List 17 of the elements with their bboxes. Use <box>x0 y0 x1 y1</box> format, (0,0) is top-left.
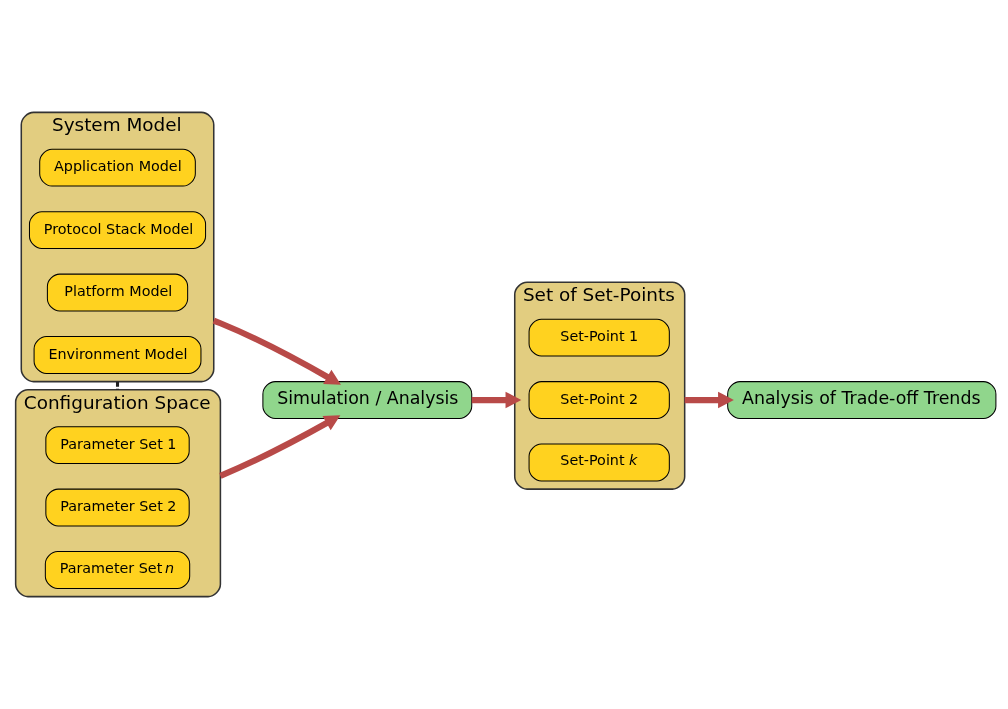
node-box: Simulation / Analysis <box>261 381 472 419</box>
arrow <box>212 317 341 385</box>
connector <box>115 381 119 390</box>
node-box: Platform Model <box>46 273 188 312</box>
arrow <box>218 415 340 479</box>
node-box: Parameter Set n <box>44 551 190 589</box>
node-box: Protocol Stack Model <box>28 211 206 250</box>
node-box: Set-Point 1 <box>528 318 670 357</box>
arrow <box>471 391 521 409</box>
node-box: Application Model <box>38 148 196 187</box>
node-box: Analysis of Trade-off Trends <box>726 381 996 419</box>
arrow <box>684 391 734 409</box>
node-box: Parameter Set 1 <box>44 426 190 465</box>
node-box: Set-Point k <box>528 443 670 482</box>
node-box: Set-Point 2 <box>528 381 670 419</box>
node-box: Environment Model <box>33 336 201 374</box>
node-box: Parameter Set 2 <box>44 488 190 527</box>
